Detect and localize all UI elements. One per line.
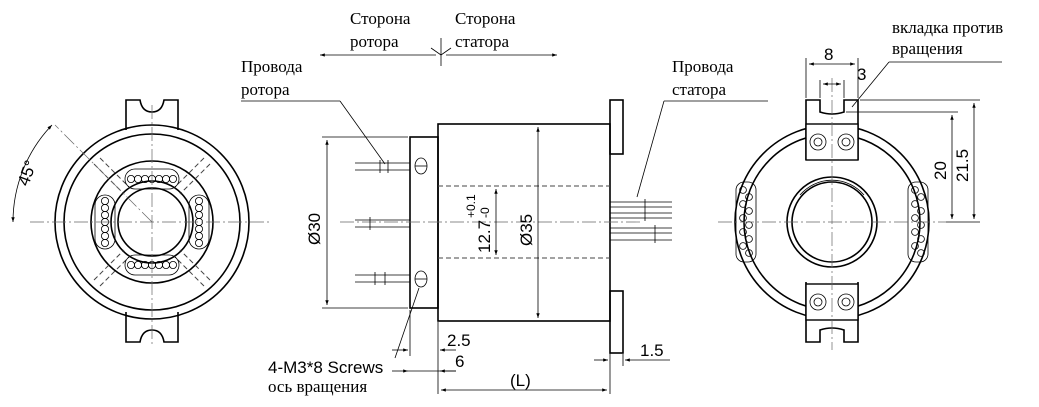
stator-wires-label-2: статора [672, 80, 726, 99]
rotor-side-label-1: Сторона [350, 9, 411, 28]
dim-length: (L) [510, 371, 531, 390]
dim-tab-width: 8 [824, 45, 833, 64]
dim-bore-tol-lower: -0 [478, 207, 492, 218]
left-end-view: 45° [11, 99, 270, 345]
stator-wires-label-1: Провода [672, 57, 734, 76]
main-body [437, 123, 611, 322]
dim-dia-35: Ø35 [517, 214, 536, 246]
dim-tab-height-outer: 21.5 [953, 149, 972, 182]
stator-wires [610, 199, 672, 243]
right-end-view: вкладка против вращения 8 3 20 21.5 [718, 18, 1003, 350]
left-view-wires [101, 174, 203, 269]
stator-tab-top [609, 99, 624, 155]
screws-label: 4-M3*8 Screws [268, 358, 383, 377]
rotor-flange [409, 136, 439, 309]
dim-stator-tab: 1.5 [640, 341, 664, 360]
anti-rotation-tab-label-1: вкладка против [892, 18, 1003, 37]
angle-45-label: 45° [14, 158, 41, 189]
dim-bore: 12.7 [475, 220, 494, 253]
stator-side-label-1: Сторона [455, 9, 516, 28]
rotor-side-label-2: ротора [350, 32, 399, 51]
stator-tab-bottom [609, 290, 624, 354]
stator-side-label-2: статора [455, 32, 509, 51]
dim-dia-30: Ø30 [305, 213, 324, 245]
rotation-axis-label: ось вращения [268, 377, 367, 396]
rotor-wires-label-2: ротора [241, 80, 290, 99]
right-view-wires [739, 186, 925, 257]
angle-arc [11, 124, 53, 223]
side-view: Сторона ротора Сторона статора Провода р… [241, 9, 768, 396]
dim-tab-height-inner: 20 [931, 161, 950, 180]
rotor-wires-label-1: Провода [241, 57, 303, 76]
dim-flange-to-body: 6 [455, 352, 464, 371]
dim-tab-slot: 3 [857, 65, 866, 84]
rotor-wires [355, 160, 410, 285]
dim-bore-tol-upper: +0.1 [464, 194, 478, 218]
anti-rotation-tab-label-2: вращения [892, 39, 963, 58]
dim-flange-thickness: 2.5 [447, 331, 471, 350]
